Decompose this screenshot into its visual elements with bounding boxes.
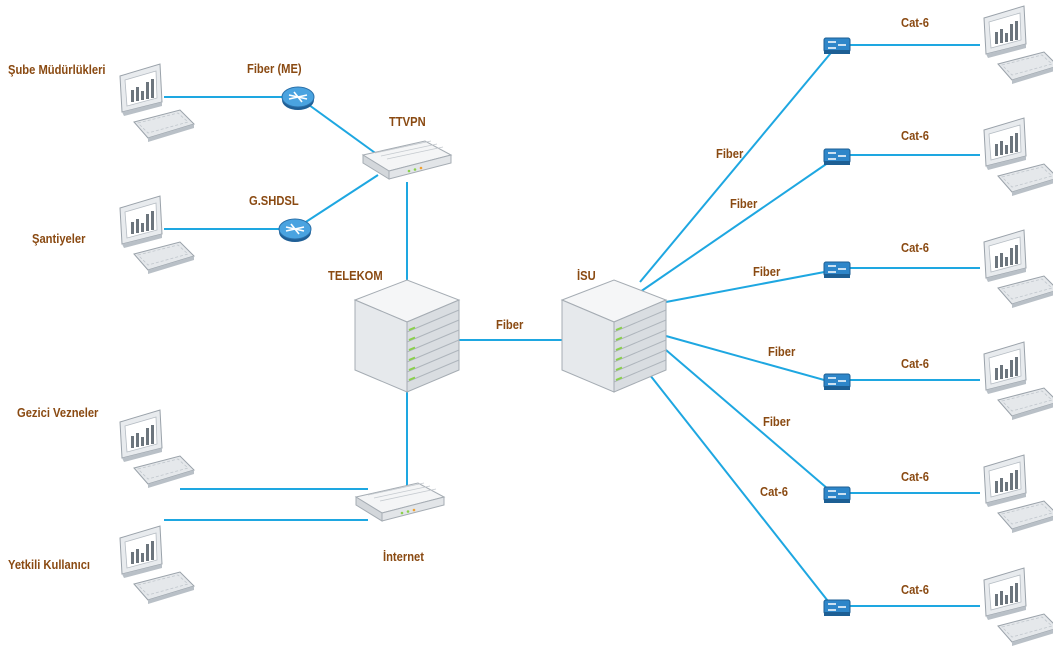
link-router2-ttvpn (294, 174, 379, 230)
workstation-right-1 (983, 5, 1053, 85)
label-cat6-right-1: Cat-6 (901, 15, 929, 30)
label-gshdsl: G.SHDSL (249, 193, 299, 208)
switch-icon-2 (823, 148, 851, 166)
switch-icon-1 (823, 37, 851, 55)
label-fiber-branch-1: Fiber (716, 146, 744, 161)
label-ttvpn: TTVPN (389, 114, 426, 129)
label-cat6-right-6: Cat-6 (901, 582, 929, 597)
links (164, 44, 980, 611)
router-icon-gshdsl (278, 218, 312, 243)
link-isu-sw2 (639, 157, 836, 293)
link-isu-sw4 (665, 335, 836, 384)
label-sube: Şube Müdürlükleri (8, 62, 106, 77)
workstation-santiyeler (119, 195, 195, 275)
label-gezici: Gezici Vezneler (17, 405, 99, 420)
label-cat6-right-5: Cat-6 (901, 469, 929, 484)
label-fiber-center: Fiber (496, 317, 524, 332)
link-router-ttvpn (297, 96, 379, 156)
label-cat6-right-4: Cat-6 (901, 356, 929, 371)
workstation-right-4 (983, 341, 1053, 421)
label-fiber-branch-2: Fiber (730, 196, 758, 211)
workstation-sube (119, 63, 195, 143)
label-telekom: TELEKOM (328, 268, 383, 283)
label-santiyeler: Şantiyeler (32, 231, 86, 246)
link-isu-sw3 (665, 269, 836, 303)
switch-icon-5 (823, 486, 851, 504)
label-cat6-right-3: Cat-6 (901, 240, 929, 255)
modem-icon-ttvpn (362, 140, 452, 180)
workstation-right-2 (983, 117, 1053, 197)
workstation-yetkili (119, 525, 195, 605)
switch-icon-3 (823, 261, 851, 279)
label-fiber-branch-4: Fiber (768, 344, 796, 359)
label-internet: İnternet (383, 549, 424, 564)
label-fiber-branch-3: Fiber (753, 264, 781, 279)
workstation-right-5 (983, 454, 1053, 534)
modem-icon-internet (355, 482, 445, 522)
label-cat6-branch: Cat-6 (760, 484, 788, 499)
workstation-right-6 (983, 567, 1053, 647)
label-fiber-branch-5: Fiber (763, 414, 791, 429)
link-isu-sw6 (645, 369, 836, 611)
server-rack-isu (561, 279, 667, 393)
workstation-gezici (119, 409, 195, 489)
switch-icon-6 (823, 599, 851, 617)
router-icon-fiber-me (281, 86, 315, 111)
label-isu: İSU (577, 268, 596, 283)
link-isu-sw5 (665, 349, 836, 496)
switch-icon-4 (823, 373, 851, 391)
label-fiber-me: Fiber (ME) (247, 61, 302, 76)
workstation-right-3 (983, 229, 1053, 309)
server-rack-telekom (354, 279, 460, 393)
link-isu-sw1 (639, 47, 836, 283)
label-yetkili: Yetkili Kullanıcı (8, 557, 91, 572)
label-cat6-right-2: Cat-6 (901, 128, 929, 143)
